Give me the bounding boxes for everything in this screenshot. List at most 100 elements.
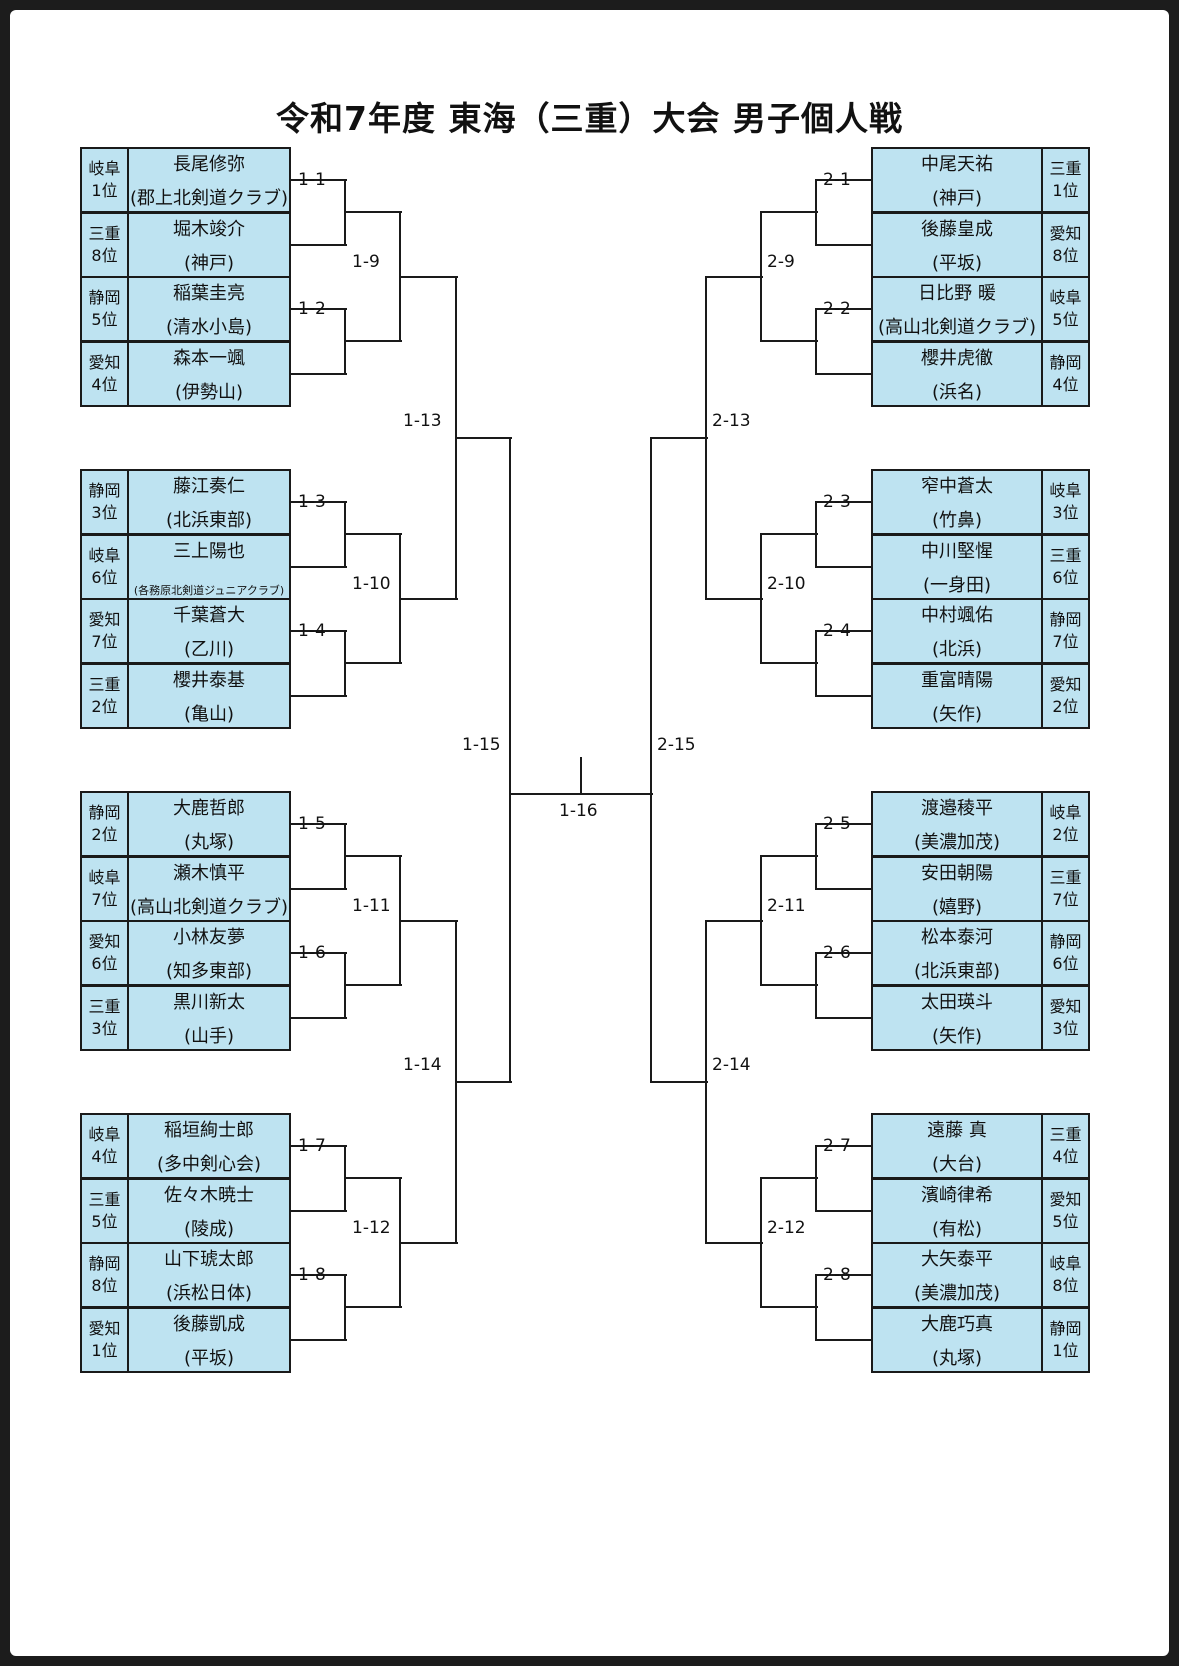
prefecture-label: 静岡: [1049, 932, 1082, 951]
player-name: 櫻井虎徹: [921, 347, 993, 369]
player-name: 大矢泰平: [921, 1249, 993, 1270]
match-number: 1-3: [298, 492, 326, 512]
prefecture-rank: 8位: [91, 245, 118, 265]
match-number: 2-5: [823, 814, 851, 834]
bracket-line: [291, 501, 347, 503]
bracket-line: [291, 372, 347, 375]
bracket-line: [400, 919, 458, 922]
player-club: (平坂): [183, 1347, 235, 1369]
player-cell: 櫻井虎徹 (浜名): [871, 340, 1043, 407]
player-name: 佐々木暁士: [164, 1184, 254, 1206]
player-club: (北浜): [931, 639, 983, 660]
player-club: (高山北剣道クラブ): [129, 896, 289, 918]
bracket-line: [345, 984, 402, 987]
match-number: 2-7: [823, 1136, 851, 1156]
match-number: 2-8: [823, 1265, 851, 1285]
bracket-sheet: 令和7年度 東海（三重）大会 男子個人戦 岐阜 1位 長尾修弥(郡上北剣道クラブ) 三…: [10, 10, 1169, 1656]
player-club: (矢作): [931, 1025, 983, 1047]
bracket-line: [761, 1177, 818, 1180]
prefecture-rank: 2位: [1052, 825, 1079, 844]
bracket-line: [816, 1338, 871, 1341]
bracket-line: [291, 565, 347, 568]
player-club: (丸塚): [931, 1347, 983, 1369]
seed-cell: 岐阜 3位: [1041, 469, 1090, 535]
bracket-line: [580, 757, 582, 795]
player-club: (有松): [931, 1218, 983, 1240]
prefecture-label: 愛知: [1049, 996, 1082, 1016]
bracket-line: [345, 340, 402, 343]
bracket-line: [291, 308, 347, 310]
prefecture-label: 岐阜: [88, 867, 121, 887]
match-number: 2-3: [823, 492, 851, 512]
player-name: 山下琥太郎: [164, 1249, 254, 1270]
prefecture-label: 三重: [1049, 159, 1082, 178]
prefecture-rank: 3位: [1052, 503, 1079, 522]
player-club: (浜松日体): [165, 1283, 253, 1304]
bracket-line: [816, 1209, 871, 1212]
match-number: 1-7: [298, 1136, 326, 1156]
player-club: (平坂): [931, 252, 983, 274]
player-cell: 櫻井泰基(亀山): [127, 662, 291, 729]
prefecture-rank: 7位: [1052, 889, 1079, 909]
bracket-line: [816, 565, 871, 568]
player-cell: 長尾修弥(郡上北剣道クラブ): [127, 147, 291, 213]
prefecture-label: 愛知: [1049, 223, 1082, 243]
match-number: 1-12: [352, 1217, 391, 1238]
player-cell: 稲垣絢士郎(多中剣心会): [127, 1113, 291, 1179]
prefecture-rank: 6位: [91, 567, 118, 587]
page-title: 令和7年度 東海（三重）大会 男子個人戦: [276, 99, 903, 138]
prefecture-rank: 1位: [1052, 181, 1079, 200]
match-number: 1-14: [403, 1054, 442, 1075]
prefecture-label: 愛知: [88, 1318, 121, 1338]
player-cell: 重富晴陽(矢作): [871, 662, 1043, 729]
bracket-line: [291, 243, 347, 246]
match-number: 2-12: [767, 1217, 806, 1238]
player-name: 中川堅惺: [921, 540, 993, 562]
player-cell: 三上陽也(各務原北剣道ジュニアクラブ): [127, 533, 291, 600]
bracket-line: [816, 243, 871, 246]
player-club: (浜名): [931, 381, 983, 403]
player-name: 安田朝陽: [921, 862, 993, 884]
player-cell: 大鹿哲郎(丸塚): [127, 791, 291, 857]
player-club: (高山北剣道クラブ): [877, 317, 1037, 338]
bracket-line: [291, 887, 347, 890]
player-club: (亀山): [183, 703, 235, 725]
player-cell: 中尾天祐(神戸): [871, 147, 1043, 213]
player-cell: 堀木竣介(神戸): [127, 211, 291, 278]
player-cell: 藤江奏仁(北浜東部): [127, 469, 291, 535]
player-club: (各務原北剣道ジュニアクラブ): [133, 583, 285, 597]
player-cell: 中川堅惺 (一身田): [871, 533, 1043, 600]
player-cell: 大鹿巧真(丸塚): [871, 1306, 1043, 1373]
prefecture-label: 静岡: [88, 288, 121, 307]
player-name: 濱崎律希: [921, 1184, 993, 1206]
prefecture-label: 愛知: [88, 352, 121, 372]
prefecture-label: 静岡: [1049, 1318, 1082, 1338]
bracket-line: [816, 501, 871, 503]
player-club: (矢作): [931, 703, 983, 725]
player-cell: 稲葉圭亮(清水小島): [127, 276, 291, 342]
bracket-line: [816, 308, 871, 310]
player-club: (大台): [931, 1154, 983, 1175]
bracket-line: [706, 1241, 763, 1244]
match-number: 1-2: [298, 299, 326, 319]
prefecture-label: 静岡: [1049, 610, 1082, 629]
bracket-line: [291, 1145, 347, 1147]
player-club: (乙川): [183, 639, 235, 660]
match-number: 2-15: [657, 735, 696, 755]
bracket-line: [761, 855, 818, 858]
prefecture-label: 岐阜: [88, 159, 121, 178]
bracket-line: [400, 275, 458, 278]
prefecture-rank: 3位: [1052, 1018, 1079, 1038]
prefecture-label: 岐阜: [1049, 481, 1082, 500]
bracket-line: [456, 1080, 512, 1083]
prefecture-label: 三重: [88, 996, 121, 1016]
prefecture-label: 三重: [88, 1189, 121, 1209]
bracket-line: [816, 823, 871, 825]
player-club: (一身田): [922, 574, 992, 596]
